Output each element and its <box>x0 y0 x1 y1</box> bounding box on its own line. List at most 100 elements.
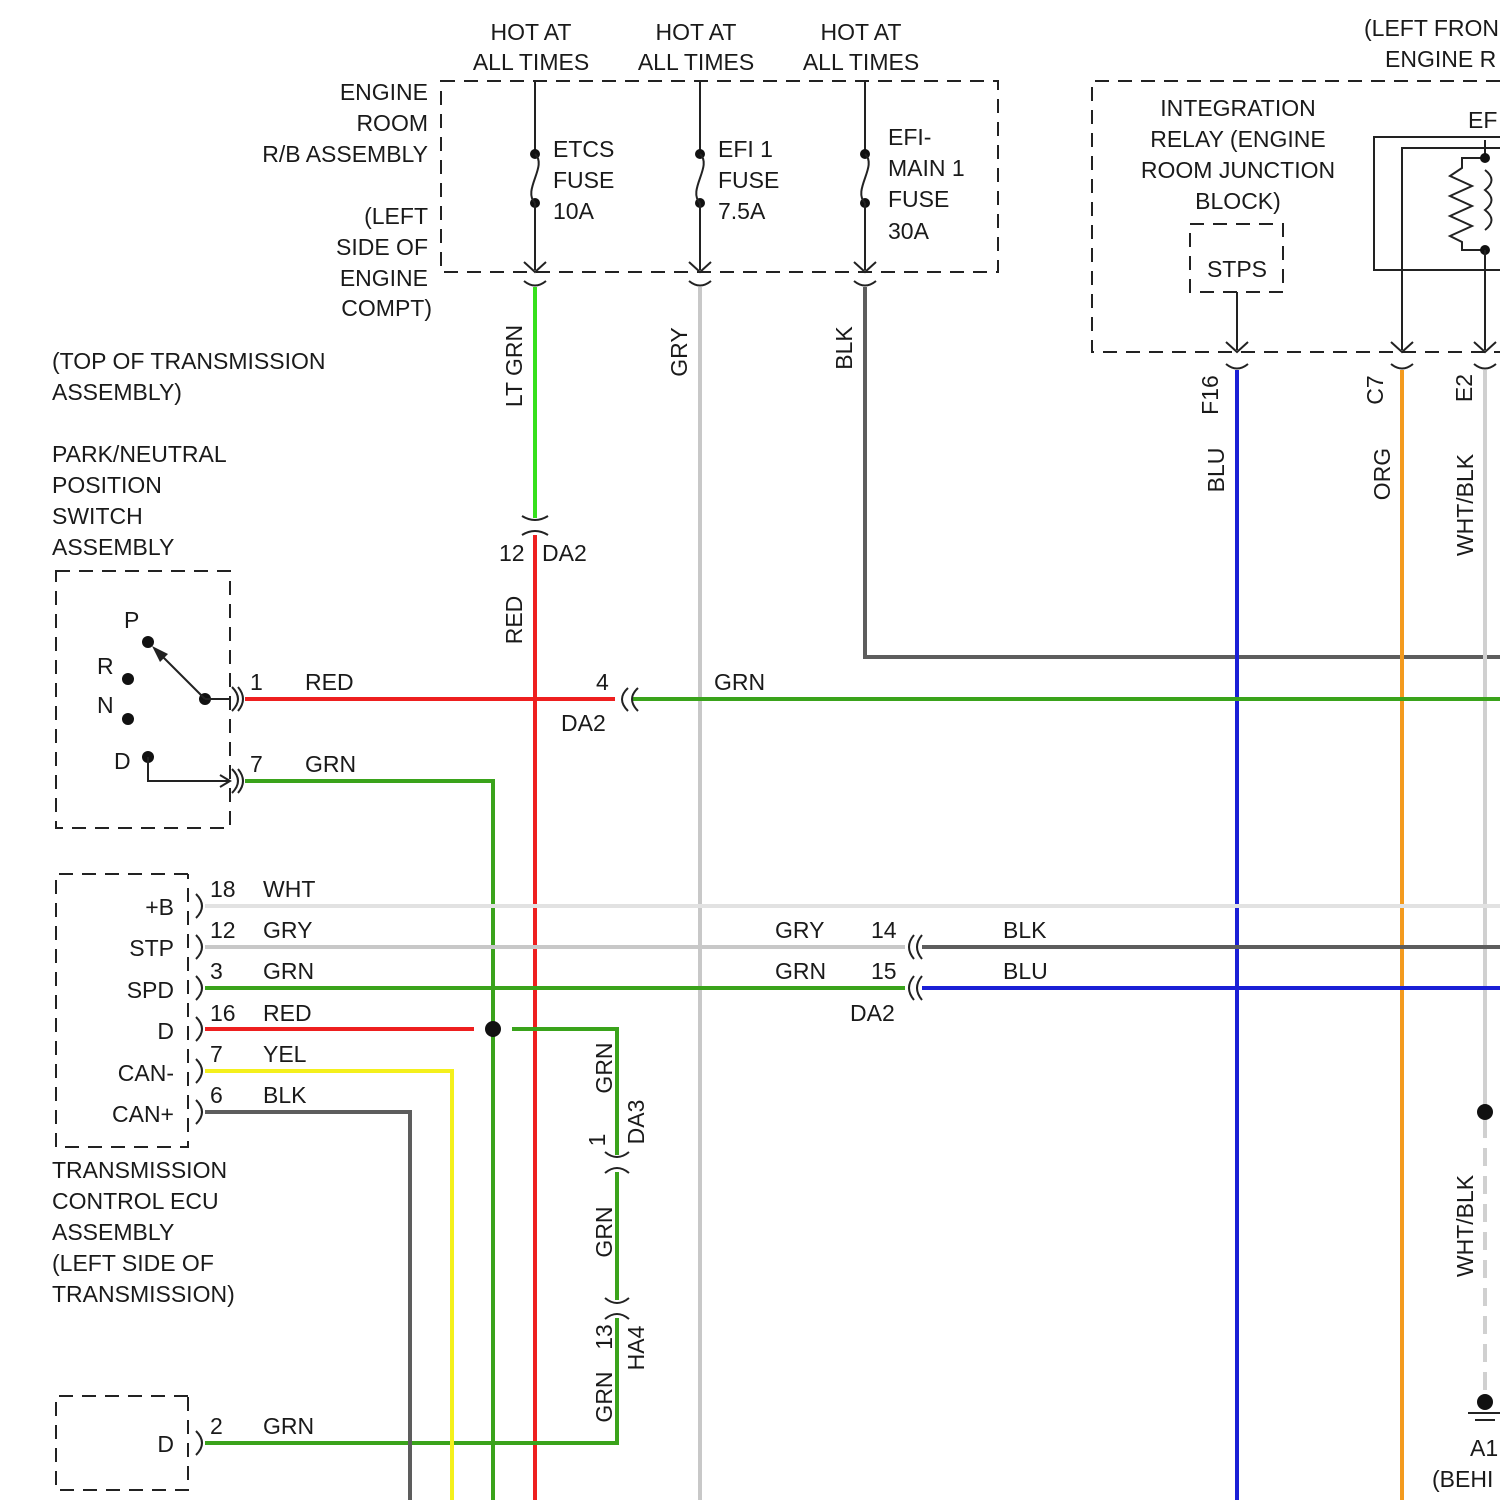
tcm-pin: 12 <box>210 917 236 943</box>
hot-label: ALL TIMES <box>638 49 754 75</box>
relay-connector-chevrons <box>1226 342 1496 369</box>
blk-right-label: BLK <box>1003 917 1047 943</box>
da2-pin14: 14 <box>871 917 897 943</box>
bottom-pin-bracket <box>196 1431 202 1455</box>
hot-label: ALL TIMES <box>803 49 919 75</box>
pnp-position-d: D <box>114 748 131 774</box>
fuse-label: EFI 1 <box>718 136 773 162</box>
da2-12-label: DA2 <box>542 540 587 566</box>
pnp-pin-brackets <box>232 687 243 793</box>
tcm-wire-color: GRY <box>263 917 312 943</box>
wire-blk-efi-main <box>865 287 1500 657</box>
pnp-name: POSITION <box>52 472 162 498</box>
tcm-wire-color: WHT <box>263 876 315 902</box>
fuse-label: 7.5A <box>718 198 766 224</box>
wires <box>205 287 1500 1500</box>
wire-tcm-yel <box>205 1071 452 1500</box>
wire-label-blk: BLK <box>831 326 857 370</box>
grn-main-label: GRN <box>714 669 765 695</box>
da2-pin15: 15 <box>871 958 897 984</box>
pnp-switch-icon <box>122 636 230 787</box>
wire-label-gry: GRY <box>666 327 692 376</box>
pnp-location: ASSEMBLY) <box>52 379 182 405</box>
efi-relay-icon <box>1374 137 1500 350</box>
tcm-terminal: CAN- <box>118 1060 174 1086</box>
bottom-component-labels: D 2 GRN <box>157 1413 314 1457</box>
pnp-pin1: 1 <box>250 669 263 695</box>
tcm-name: TRANSMISSION) <box>52 1281 235 1307</box>
hot-label: ALL TIMES <box>473 49 589 75</box>
junction-dot <box>485 1021 501 1037</box>
pnp-labels: (TOP OF TRANSMISSION ASSEMBLY) PARK/NEUT… <box>52 348 325 774</box>
wire-label-lt-grn: LT GRN <box>501 325 527 407</box>
pin-e2: E2 <box>1451 374 1477 402</box>
left-front-label: ENGINE R <box>1385 46 1496 72</box>
pnp-name: PARK/NEUTRAL <box>52 441 227 467</box>
rb-name: ROOM <box>356 110 428 136</box>
pnp-grn-label: GRN <box>305 751 356 777</box>
pnp-name: ASSEMBLY <box>52 534 174 560</box>
tcm-terminal: STP <box>129 935 174 961</box>
stps-label: STPS <box>1207 256 1267 282</box>
tcm-name: (LEFT SIDE OF <box>52 1250 214 1276</box>
hot-label: HOT AT <box>491 19 572 45</box>
left-front-label: (LEFT FRON <box>1364 15 1499 41</box>
fuse-label: FUSE <box>553 167 614 193</box>
ha4-pin: 13 <box>591 1324 617 1350</box>
bottom-terminal: D <box>157 1431 174 1457</box>
pin-f16: F16 <box>1197 375 1223 415</box>
etcs-fuse-icon <box>530 149 540 270</box>
blu-right-label: BLU <box>1003 958 1048 984</box>
tcm-wire-color: YEL <box>263 1041 307 1067</box>
da2-pin12: 12 <box>499 540 525 566</box>
rb-location: COMPT) <box>341 295 432 321</box>
connector-da3 <box>605 1152 629 1173</box>
vertical-wire-labels: LT GRN GRY BLK BLU ORG WHT/BLK WHT/BLK R… <box>501 325 1478 1423</box>
tcm-pin: 6 <box>210 1082 223 1108</box>
fuse-label: ETCS <box>553 136 614 162</box>
da2-4-label: DA2 <box>561 710 606 736</box>
efi-partial-label: EF <box>1468 107 1497 133</box>
bottom-pin: 2 <box>210 1413 223 1439</box>
ground-label: A1 <box>1470 1435 1498 1461</box>
pnp-pin7: 7 <box>250 751 263 777</box>
wire-label-wht-blk-lower: WHT/BLK <box>1452 1174 1478 1277</box>
pnp-position-r: R <box>97 653 114 679</box>
integration-relay-box <box>1092 81 1500 352</box>
pnp-position-n: N <box>97 692 114 718</box>
fuse-label: EFI- <box>888 124 931 150</box>
rb-location: SIDE OF <box>336 234 428 260</box>
relay-name: INTEGRATION <box>1160 95 1315 121</box>
pnp-position-p: P <box>124 607 139 633</box>
fuse-label: 10A <box>553 198 595 224</box>
connector-ha4 <box>605 1298 629 1319</box>
hot-label: HOT AT <box>656 19 737 45</box>
efi-main1-fuse-icon <box>860 149 870 270</box>
ha4-label: HA4 <box>623 1325 649 1370</box>
efi1-fuse-icon <box>695 149 705 270</box>
tcm-pin: 18 <box>210 876 236 902</box>
tcm-wire-color: RED <box>263 1000 312 1026</box>
tcm-pin: 16 <box>210 1000 236 1026</box>
fuse-label: 30A <box>888 218 930 244</box>
wire-label-red-vertical: RED <box>501 596 527 645</box>
da2-15-label: DA2 <box>850 1000 895 1026</box>
integration-relay-labels: INTEGRATION RELAY (ENGINE ROOM JUNCTION … <box>1141 95 1498 415</box>
wire-label-grn-mid: GRN <box>591 1206 617 1257</box>
rb-name: R/B ASSEMBLY <box>262 141 428 167</box>
wire-label-grn-da3-top: GRN <box>591 1042 617 1093</box>
wire-label-blu: BLU <box>1203 448 1229 493</box>
rb-location: ENGINE <box>340 265 428 291</box>
wire-label-grn-bottom: GRN <box>591 1371 617 1422</box>
fuse-label: FUSE <box>888 186 949 212</box>
relay-name: ROOM JUNCTION <box>1141 157 1335 183</box>
relay-name: BLOCK) <box>1195 188 1281 214</box>
da2-pin4: 4 <box>596 669 609 695</box>
da3-pin: 1 <box>584 1134 610 1147</box>
tcm-labels: +B STP SPD D CAN- CAN+ 18 12 3 16 7 6 WH… <box>52 876 315 1307</box>
ground-location: (BEHI <box>1432 1466 1493 1492</box>
tcm-name: ASSEMBLY <box>52 1219 174 1245</box>
tcm-pin: 7 <box>210 1041 223 1067</box>
relay-name: RELAY (ENGINE <box>1150 126 1326 152</box>
